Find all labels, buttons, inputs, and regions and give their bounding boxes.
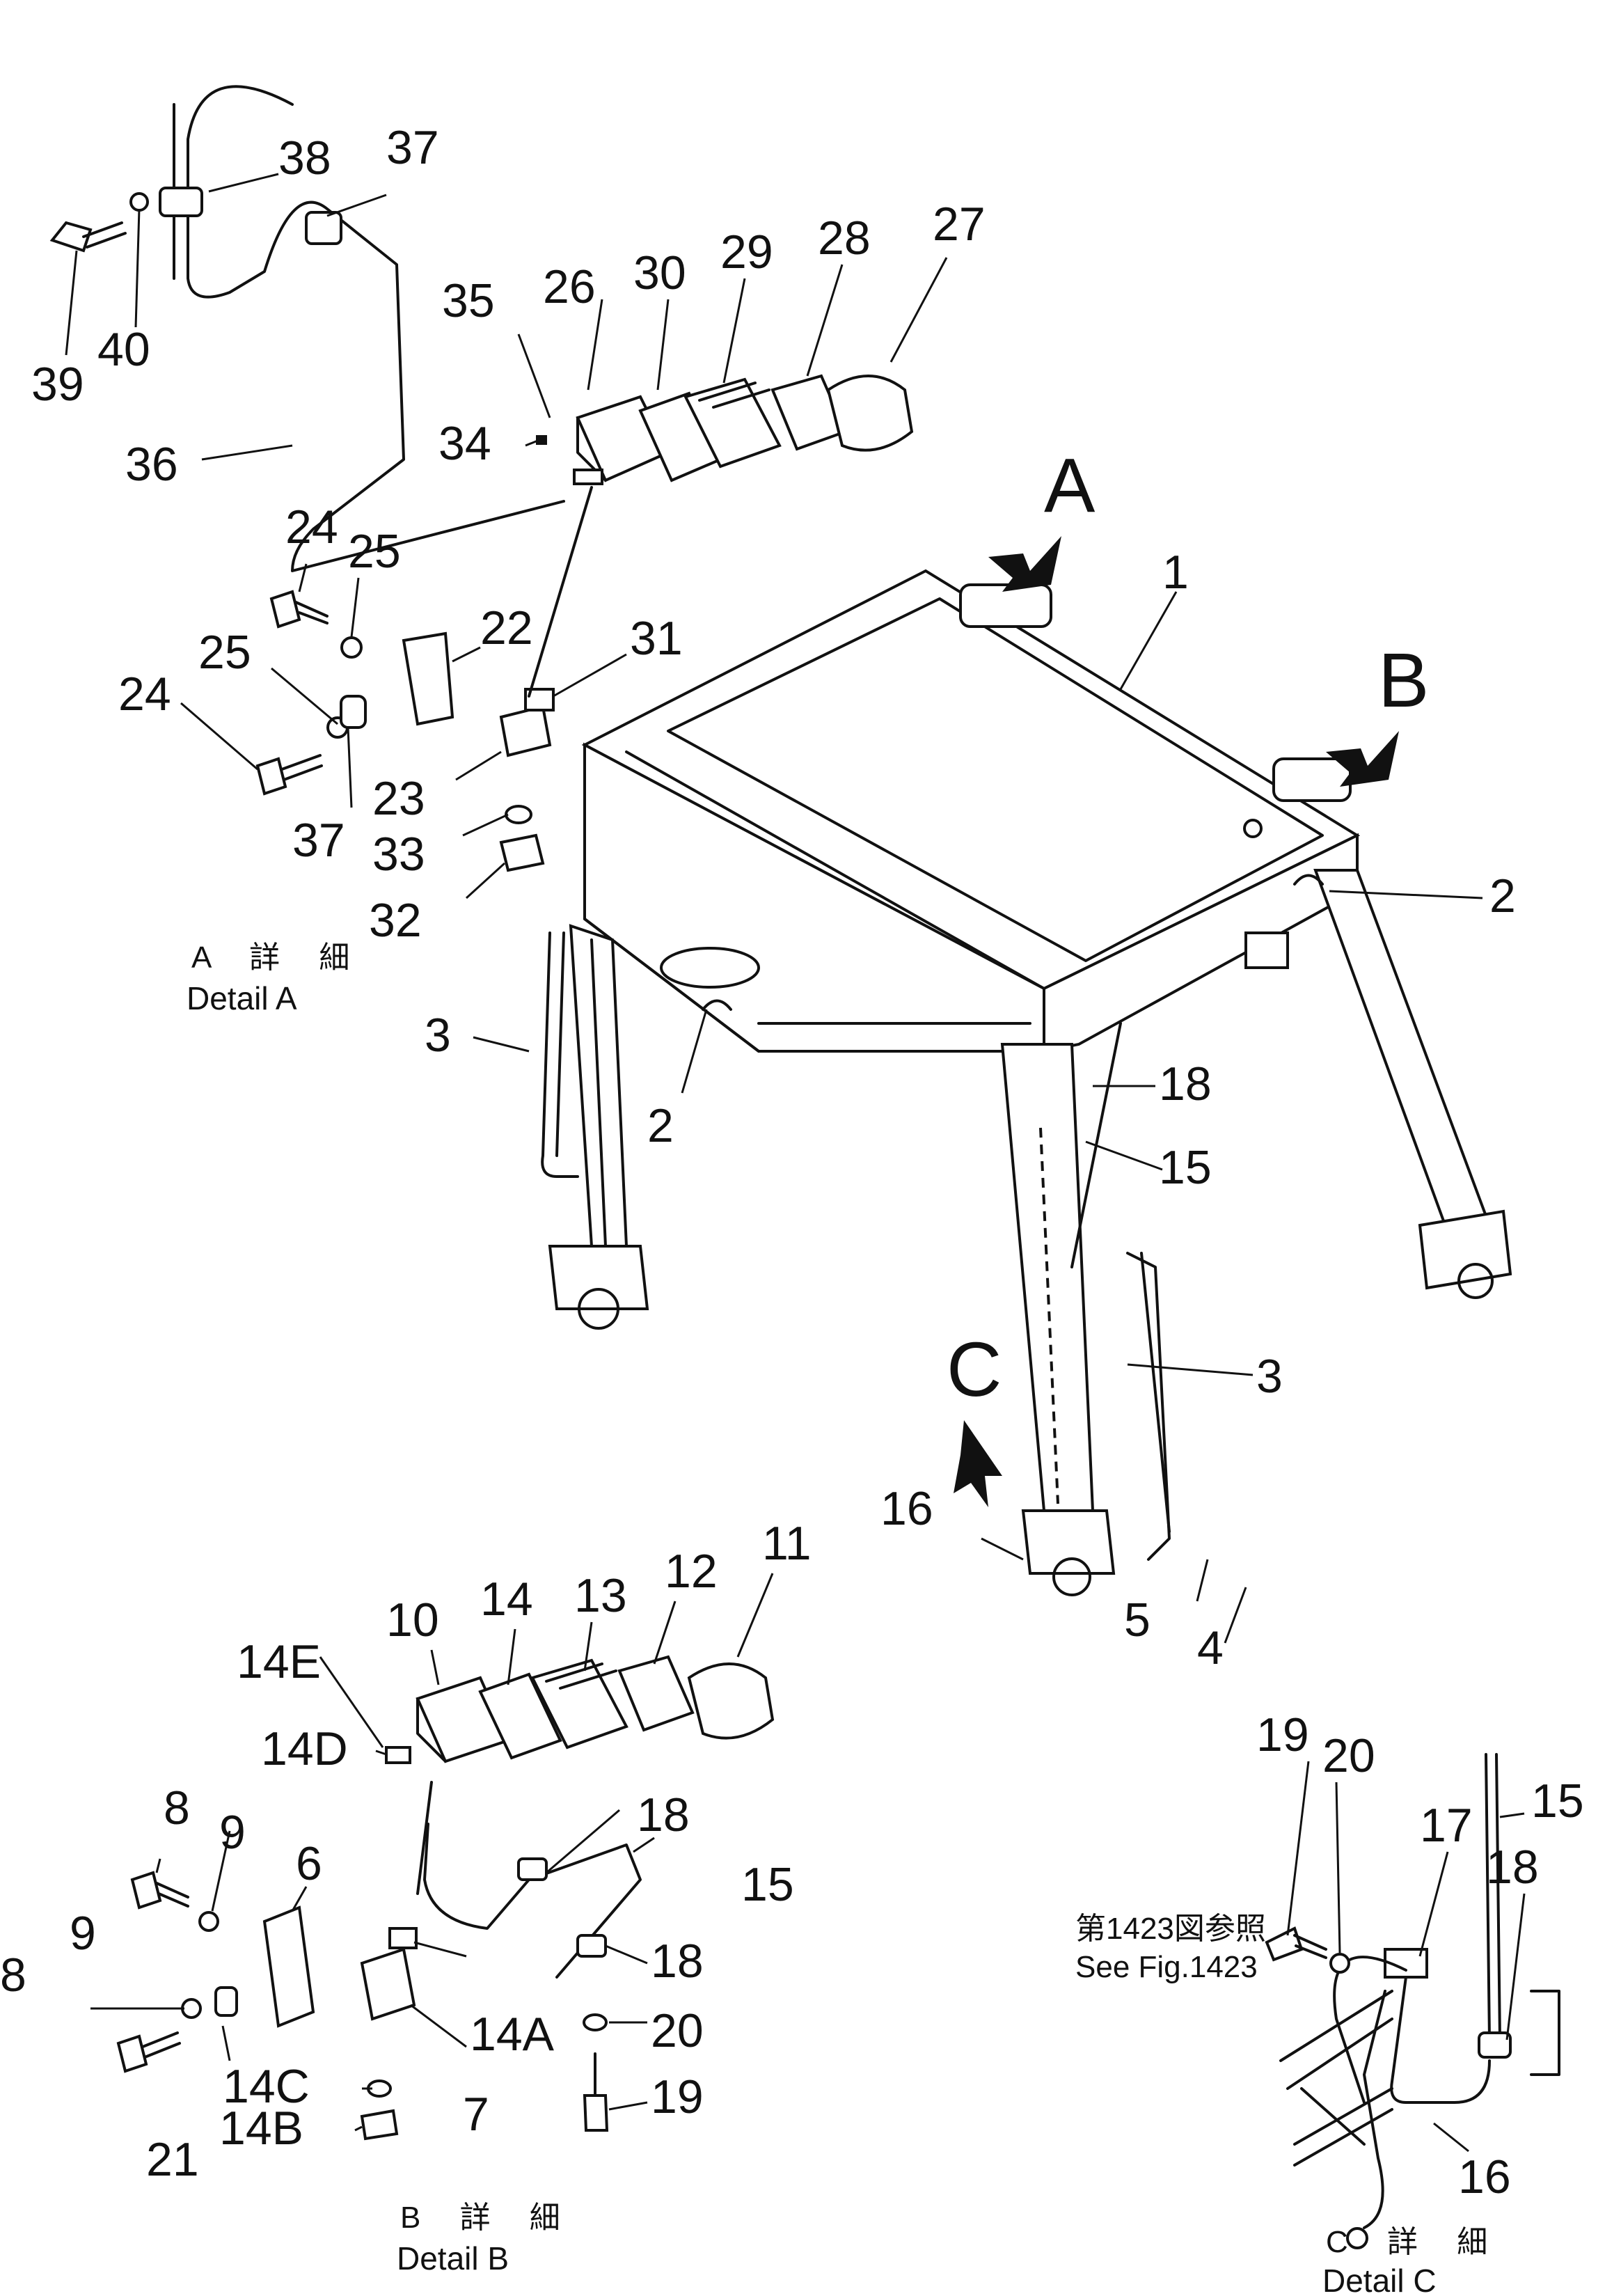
label-b-21: 21 [146,2133,199,2186]
label-b-11: 11 [762,1517,812,1570]
arrow-c-letter: C [947,1327,1002,1413]
label-5: 5 [1124,1594,1150,1646]
label-b-9-lower: 9 [70,1907,96,1960]
label-a-24-upper: 24 [285,501,338,553]
label-b-14: 14 [480,1573,533,1626]
label-b-14d: 14D [261,1722,348,1775]
label-b-19: 19 [651,2070,704,2123]
label-a-40: 40 [97,323,150,376]
label-b-9-upper: 9 [219,1806,246,1859]
label-c-19: 19 [1256,1708,1309,1761]
label-b-13: 13 [574,1569,627,1622]
label-c-20: 20 [1322,1729,1375,1782]
label-b-20: 20 [651,2004,704,2057]
arrow-c-icon [954,1420,1002,1507]
caption-detail-c-en: Detail C [1322,2263,1437,2296]
label-b-14e: 14E [237,1635,321,1688]
label-b-18-upper: 18 [637,1788,690,1841]
label-b-15: 15 [741,1858,794,1911]
view-arrows: A B C [947,443,1429,1507]
canopy-frame [541,569,1512,1596]
label-c-15: 15 [1531,1775,1584,1827]
label-c-18: 18 [1486,1841,1539,1894]
label-a-29: 29 [720,226,773,278]
reference-jp: 第1423図参照 [1075,1912,1266,1946]
part-labels-main: 1 2 2 3 3 4 5 15 16 18 [425,546,1516,1674]
part-labels-detail-b: 6 7 8 8 9 9 10 11 12 13 14 14A 14B 14C 1… [0,1517,812,2186]
label-4: 4 [1197,1621,1224,1674]
label-2-right: 2 [1489,870,1516,922]
part-labels-detail-c: 15 16 17 18 19 20 [1256,1708,1584,2203]
label-b-12: 12 [665,1545,718,1598]
label-15: 15 [1159,1141,1212,1194]
label-a-37-lower: 37 [292,814,345,867]
detail-c-assembly [1265,1753,1560,2249]
label-b-8-lower: 8 [0,1949,26,2002]
label-a-26: 26 [543,260,596,313]
label-a-22: 22 [480,601,533,654]
reference-en: See Fig.1423 [1075,1950,1258,1984]
label-a-23: 23 [372,772,425,825]
label-3-right: 3 [1256,1350,1283,1403]
label-b-18-lower: 18 [651,1935,704,1988]
label-1: 1 [1162,546,1189,599]
arrow-a-icon [988,536,1061,592]
label-18: 18 [1159,1057,1212,1110]
label-a-34: 34 [438,417,491,470]
label-16: 16 [880,1482,933,1535]
label-a-37-upper: 37 [386,121,439,174]
label-b-14b: 14B [219,2102,303,2155]
label-b-6: 6 [296,1837,322,1890]
label-a-25-lower: 25 [198,626,251,679]
caption-detail-b-jp: B 詳 細 [400,2201,576,2235]
label-a-27: 27 [933,198,986,251]
label-a-38: 38 [278,132,331,184]
label-c-17: 17 [1420,1799,1473,1852]
detail-a-assembly [49,85,914,872]
detail-captions: A 詳 細 Detail A B 詳 細 Detail B C 詳 細 Deta… [187,941,1503,2296]
caption-detail-c-jp: C 詳 細 [1326,2225,1503,2259]
label-a-28: 28 [818,212,871,265]
detail-b-assembly [116,1655,775,2141]
arrow-a-letter: A [1044,443,1096,528]
label-a-30: 30 [633,246,686,299]
label-b-10: 10 [386,1594,439,1646]
label-3-left: 3 [425,1009,451,1062]
label-a-35: 35 [442,274,495,327]
label-a-36: 36 [125,438,178,491]
label-2-left: 2 [647,1099,674,1152]
arrow-b-icon [1326,731,1399,787]
label-a-24-lower: 24 [118,668,171,721]
label-c-16: 16 [1458,2150,1511,2203]
caption-detail-a-jp: A 詳 細 [191,941,365,975]
caption-detail-a-en: Detail A [187,980,297,1016]
label-a-31: 31 [630,612,683,665]
part-labels-detail-a: 22 23 24 24 25 25 26 27 28 29 30 31 32 3… [31,121,986,947]
label-b-7: 7 [463,2088,489,2141]
label-b-14c: 14C [223,2060,310,2113]
label-b-8-upper: 8 [164,1782,190,1834]
arrow-b-letter: B [1378,638,1429,723]
label-a-25-upper: 25 [348,525,401,578]
label-a-33: 33 [372,828,425,881]
caption-detail-b-en: Detail B [397,2240,509,2277]
label-a-32: 32 [369,894,422,947]
label-b-14a: 14A [470,2008,555,2061]
label-a-39: 39 [31,358,84,411]
leader-lines [65,173,1526,2153]
